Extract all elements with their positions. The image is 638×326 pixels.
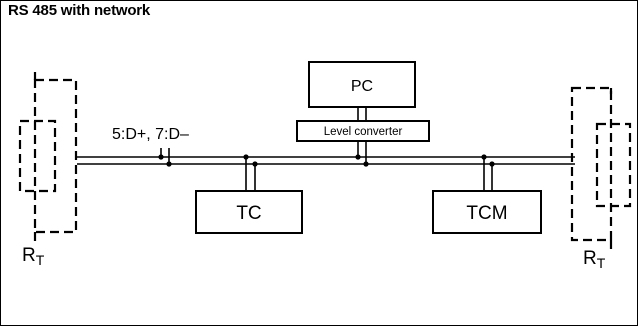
- junction-dot: [243, 154, 249, 160]
- level-converter-box: [296, 120, 430, 142]
- terminating-resistor-left: [18, 72, 78, 244]
- junction-dot: [355, 154, 361, 160]
- junction-dot: [158, 154, 164, 160]
- junction-dot: [481, 154, 487, 160]
- pc-label: PC: [351, 78, 373, 95]
- rt-left-main: R: [22, 245, 36, 266]
- wire-label: 5:D+, 7:D–: [112, 126, 189, 143]
- level-converter-label: Level converter: [324, 126, 403, 138]
- junction-dot: [363, 161, 369, 167]
- rt-right-label: RT: [583, 248, 606, 271]
- junction-dot: [166, 161, 172, 167]
- rt-left-label: RT: [22, 245, 45, 268]
- rt-left-subscript: T: [36, 252, 45, 268]
- tc-label: TC: [236, 203, 261, 224]
- tcm-label: TCM: [466, 203, 507, 224]
- pc-box: [308, 61, 416, 108]
- junction-dot: [252, 161, 258, 167]
- terminating-resistor-right: [570, 86, 632, 250]
- diagram-title: RS 485 with network: [8, 2, 151, 19]
- rt-right-main: R: [583, 248, 597, 269]
- junction-dot: [489, 161, 495, 167]
- tc-box: [195, 190, 303, 234]
- tcm-box: [432, 190, 542, 234]
- rt-right-subscript: T: [597, 255, 606, 271]
